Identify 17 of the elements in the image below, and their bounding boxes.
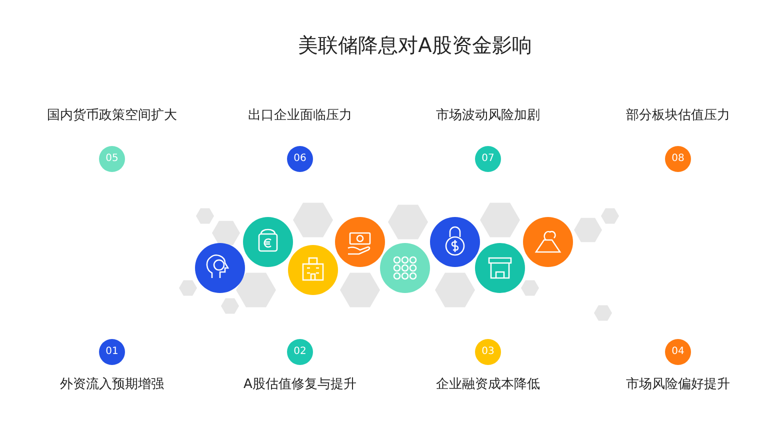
number-circle: 02 <box>287 339 313 365</box>
item-caption: 外资流入预期增强 <box>59 376 165 393</box>
number-circle: 06 <box>287 146 313 172</box>
item-caption: 市场波动风险加剧 <box>435 107 541 124</box>
number-circle: 07 <box>475 146 501 172</box>
number-circle: 04 <box>665 339 691 365</box>
item-caption: 出口企业面临压力 <box>247 107 353 124</box>
item-caption: 部分板块估值压力 <box>625 107 731 124</box>
item-caption: 企业融资成本降低 <box>435 376 541 393</box>
number-circle: 01 <box>99 339 125 365</box>
number-circle: 05 <box>99 146 125 172</box>
item-caption: 市场风险偏好提升 <box>625 376 731 393</box>
title: 美联储降息对A股资金影响 <box>297 32 533 59</box>
number-circle: 08 <box>665 146 691 172</box>
item-caption: A股估值修复与提升 <box>242 376 358 393</box>
number-circle: 03 <box>475 339 501 365</box>
item-caption: 国内货币政策空间扩大 <box>46 107 178 124</box>
